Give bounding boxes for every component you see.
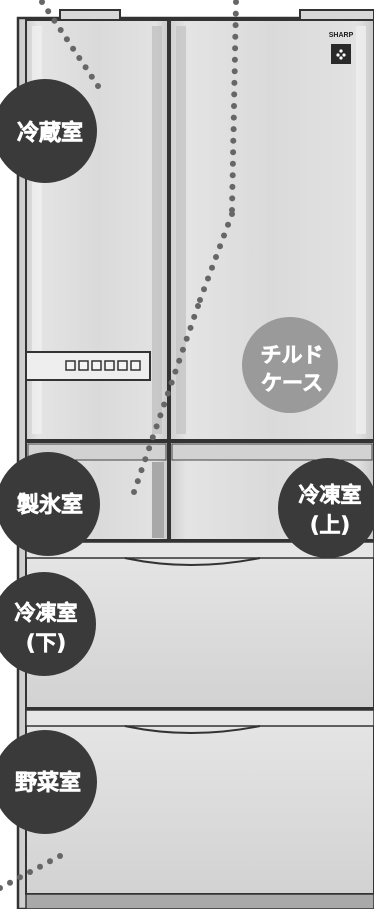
leader-dot xyxy=(179,346,186,353)
leader-dot xyxy=(231,68,238,75)
leader-dot xyxy=(172,368,179,375)
freezer-lower-label-line1: 冷凍室 xyxy=(15,601,78,625)
label-ice-maker: 製氷室 xyxy=(0,452,100,556)
leader-dot xyxy=(232,45,239,52)
flower-badge-icon xyxy=(331,44,351,64)
leader-dot xyxy=(201,286,207,293)
leader-dot xyxy=(88,73,95,80)
leader-dot xyxy=(149,434,156,441)
leader-dot xyxy=(187,324,194,331)
leader-dot xyxy=(205,275,211,282)
leader-dot xyxy=(221,232,227,239)
label-refrigerator: 冷蔵室 xyxy=(0,79,97,183)
control-panel-button xyxy=(78,360,89,371)
refrigerator-label: 冷蔵室 xyxy=(17,120,83,146)
freezer-upper-label-line2: (上) xyxy=(310,513,350,537)
leader-dot xyxy=(17,874,23,881)
leader-dot xyxy=(231,91,238,98)
label-vegetable: 野菜室 xyxy=(0,730,97,834)
leader-dot xyxy=(229,211,235,217)
freezer-lower-label-line2: (下) xyxy=(26,631,66,655)
leader-dot xyxy=(191,313,198,320)
leader-dot xyxy=(27,869,33,875)
leader-dot xyxy=(82,64,89,71)
freezer-upper-label-line1: 冷凍室 xyxy=(299,483,362,507)
leader-dot xyxy=(161,401,168,408)
control-panel-button xyxy=(91,360,102,371)
brand-badge: SHARP xyxy=(329,32,354,64)
leader-dot xyxy=(225,221,231,228)
leader-dot xyxy=(183,335,190,342)
control-panel-button xyxy=(104,360,115,371)
leader-dot xyxy=(229,160,236,167)
leader-dot xyxy=(51,17,58,24)
leader-dot xyxy=(47,858,53,865)
leader-dot xyxy=(7,879,13,886)
leader-dot xyxy=(146,445,153,452)
leader-dot xyxy=(232,33,239,40)
leader-dot xyxy=(217,243,223,250)
label-freezer-upper: 冷凍室 (上) xyxy=(278,458,374,558)
leader-dot xyxy=(95,83,101,89)
leader-dot xyxy=(131,489,137,495)
vegetable-label: 野菜室 xyxy=(15,770,81,796)
leader-dot xyxy=(232,10,239,17)
leader-dot xyxy=(134,478,141,485)
leader-dot xyxy=(232,22,239,29)
control-panel-button xyxy=(117,360,128,371)
leader-dot xyxy=(231,103,237,109)
leader-dot xyxy=(70,45,77,52)
leader-dot xyxy=(195,303,201,309)
leader-dot xyxy=(45,8,52,15)
control-panel-button xyxy=(65,360,76,371)
leader-dot xyxy=(164,390,171,397)
leader-dot xyxy=(63,36,70,43)
leader-dot xyxy=(231,79,238,86)
control-panel xyxy=(25,351,151,381)
leader-dot xyxy=(153,423,160,430)
leader-dot xyxy=(57,853,63,859)
leader-dot xyxy=(176,357,183,364)
leader-dot xyxy=(157,412,164,419)
leader-dot xyxy=(197,297,203,303)
leader-dot xyxy=(230,149,237,156)
chilled-case-label-line2: ケース xyxy=(261,371,323,395)
label-freezer-lower: 冷凍室 (下) xyxy=(0,572,96,676)
leader-dot xyxy=(229,195,236,202)
leader-dot xyxy=(39,0,45,5)
label-chilled-case: チルド ケース xyxy=(242,317,338,413)
leader-dot xyxy=(168,379,175,386)
ice-maker-label: 製氷室 xyxy=(16,492,83,518)
leader-dot xyxy=(37,863,43,870)
leader-dot xyxy=(213,254,219,260)
leader-dot xyxy=(142,456,149,463)
brand-name: SHARP xyxy=(329,32,354,39)
leader-dot xyxy=(230,137,237,144)
leader-dot xyxy=(230,126,237,133)
control-panel-button xyxy=(130,360,141,371)
leader-dot xyxy=(233,0,239,5)
leader-dot xyxy=(230,114,237,121)
chilled-case-label-line1: チルド xyxy=(261,343,324,367)
leader-dot xyxy=(231,56,238,63)
leader-dot xyxy=(76,55,83,61)
leader-dot xyxy=(0,885,3,891)
leader-dot xyxy=(138,467,145,474)
leader-dot xyxy=(209,264,215,271)
leader-dots xyxy=(0,0,239,891)
leader-dot xyxy=(57,27,64,33)
leader-dot xyxy=(229,172,236,179)
leader-dot xyxy=(229,183,236,190)
